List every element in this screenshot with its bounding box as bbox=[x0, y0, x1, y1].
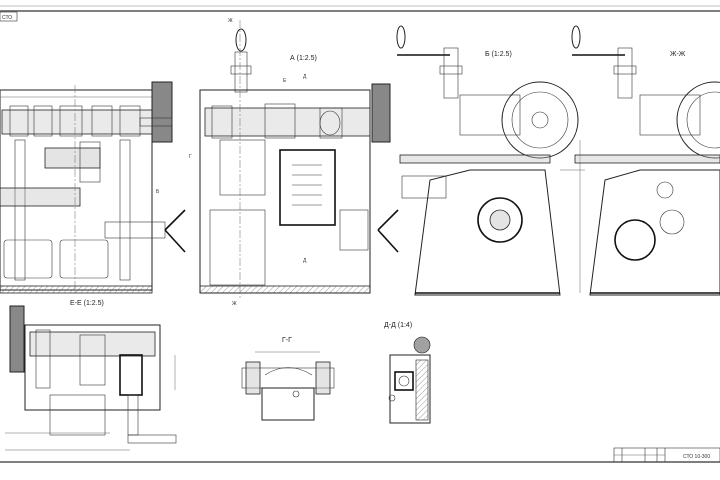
section-zh: Ж-Ж bbox=[571, 25, 720, 296]
section-d: Д-Д (1:4) bbox=[384, 322, 431, 424]
view-b-title: Б (1:2.5) bbox=[485, 51, 512, 58]
mark-zh-bottom: Ж bbox=[232, 301, 237, 307]
title-block: СТО 10-300 bbox=[613, 447, 720, 463]
view-a-title: А (1:2.5) bbox=[290, 55, 317, 62]
section-g-title: Г-Г bbox=[282, 337, 292, 344]
section-e-title: Е-Е (1:2.5) bbox=[70, 300, 104, 307]
mark-b: Б bbox=[156, 189, 160, 195]
section-g: Г-Г bbox=[241, 337, 335, 421]
section-e: Е-Е (1:2.5) bbox=[5, 300, 177, 451]
view-b: Б (1:2.5) bbox=[396, 25, 585, 296]
section-zh-title: Ж-Ж bbox=[670, 51, 686, 58]
mark-e: Е bbox=[283, 78, 287, 84]
stamp-code: СТО bbox=[2, 15, 12, 21]
sheet-frame bbox=[0, 5, 720, 463]
view-a: Ж А (1:2.5) Е Д Г Ж Д bbox=[189, 18, 399, 307]
front-view: Б bbox=[0, 81, 186, 295]
mark-d-bottom: Д bbox=[303, 258, 307, 264]
mark-g: Г bbox=[189, 154, 192, 160]
stamp-box: СТО bbox=[0, 11, 18, 22]
section-d-title: Д-Д (1:4) bbox=[384, 322, 412, 329]
designation: СТО 10-300 bbox=[683, 454, 710, 460]
mark-zh-top: Ж bbox=[228, 18, 233, 24]
mark-d: Д bbox=[303, 74, 307, 80]
